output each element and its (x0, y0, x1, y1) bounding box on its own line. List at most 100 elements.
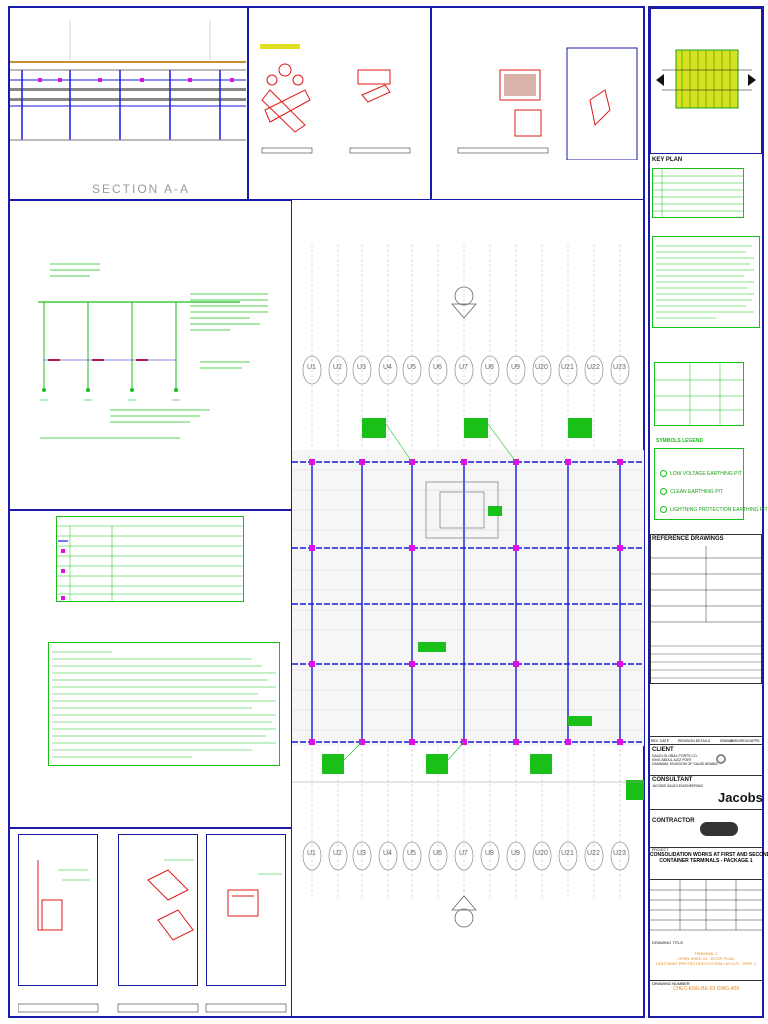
chkd-col: CHKD (730, 738, 740, 743)
contractor-block: CONTRACTOR (650, 810, 762, 848)
general-notes-text-lines (656, 245, 754, 319)
date-col: DATE (660, 738, 670, 743)
grid-label: U9 (511, 364, 520, 371)
detail-earth-pit (457, 47, 638, 160)
grid-label: U3 (357, 850, 366, 857)
grid-label: U20 (535, 364, 548, 371)
client-logo-icon (716, 754, 726, 764)
drawn-col: DRAWN (720, 738, 734, 743)
grid-label: U21 (561, 364, 574, 371)
detail-label-tag (260, 44, 300, 49)
drawing-meta-grid (650, 880, 762, 931)
symbol-table (56, 516, 244, 602)
grid-label: U8 (485, 850, 494, 857)
grid-labels-bottom: U1 U2 U3 U4 U5 U6 U7 U8 U9 U20 U21 U22 U… (292, 850, 644, 862)
lv-earth-pit-icon (660, 470, 667, 477)
grid-label: U20 (535, 850, 548, 857)
drawing-title-2: OPEN SHED 01 - ROOF PLAN (678, 956, 734, 961)
project-block: PROJECT CONSOLIDATION WORKS AT FIRST AND… (650, 848, 768, 880)
grid-label: U7 (459, 364, 468, 371)
bottom-detail-2 (118, 834, 198, 986)
key-plan-box (650, 8, 762, 154)
project-title-1: CONSOLIDATION WORKS AT FIRST AND SECOND (650, 852, 768, 858)
legend-label: LOW VOLTAGE EARTHING PIT (670, 470, 742, 477)
bottom-details-box (8, 828, 292, 1018)
title-notes-table (652, 168, 744, 218)
grid-label: U1 (307, 364, 316, 371)
general-notes-box (652, 236, 760, 328)
reference-drawings-box (650, 534, 762, 684)
drawing-title-block: DRAWING TITLE TERMINAL 2 OPEN SHED 01 - … (650, 940, 762, 1010)
notes-box (48, 642, 280, 766)
earthing-schedule-box (654, 362, 744, 426)
grid-label: U2 (333, 364, 342, 371)
legend-item-ce: CLEAN EARTHING PIT (660, 488, 723, 495)
symbols-legend-box (654, 448, 744, 520)
grid-label: U5 (407, 850, 416, 857)
legend-label: LIGHTNING PROTECTION EARTHING PIT (670, 506, 768, 513)
key-plan-drawing (656, 49, 756, 109)
grid-label: U22 (587, 850, 600, 857)
notes-lines (52, 651, 276, 758)
detail-box-1 (248, 6, 431, 200)
grid-label: U23 (613, 364, 626, 371)
detail-box-section (8, 6, 248, 200)
grid-label: U22 (587, 364, 600, 371)
bottom-detail-1 (18, 834, 98, 986)
details-col: REVISION DETAILS (678, 738, 711, 743)
detail-box-2 (431, 6, 645, 200)
contractor-label: CONTRACTOR (652, 818, 695, 824)
grid-label: U3 (357, 364, 366, 371)
consultant-name: JACOBS SAUDI ENGINEERING (652, 784, 704, 788)
appd-col: APPD (750, 738, 760, 743)
title-notes-lines (652, 168, 744, 218)
contractor-logo-icon (700, 822, 738, 836)
symbol-table-grid (56, 525, 244, 602)
client-block: CLIENT SAUDI GLOBAL PORTS CO. KING ABDUL… (650, 746, 762, 776)
grid-label: U1 (307, 850, 316, 857)
drawing-number: CHEC-ENG-BE-03-DWG-409 (672, 986, 740, 992)
drawing-frame-title-block (648, 6, 764, 1018)
grid-label: U7 (459, 850, 468, 857)
grid-label: U21 (561, 850, 574, 857)
symbols-legend-title: SYMBOLS LEGEND (656, 438, 703, 444)
detail-clamps (260, 44, 411, 154)
grid-label: U23 (613, 850, 626, 857)
drawing-frame-main (8, 6, 645, 1018)
section-drawing (10, 20, 246, 141)
legend-item-lv: LOW VOLTAGE EARTHING PIT (660, 470, 742, 477)
rev-col: REV (651, 738, 659, 743)
grid-label: U9 (511, 850, 520, 857)
bottom-details-drawings (18, 859, 287, 1013)
grid-label: U6 (433, 364, 442, 371)
legend-label: CLEAN EARTHING PIT (670, 488, 723, 495)
earthing-schematic (38, 263, 268, 439)
grid-label: U5 (407, 364, 416, 371)
lp-earth-pit-icon (660, 506, 667, 513)
roof-plan (292, 244, 644, 928)
project-label: PROJECT (652, 848, 669, 852)
section-title-text: SECTION A-A (92, 182, 191, 196)
grid-label: U6 (433, 850, 442, 857)
consultant-logo: Jacobs (718, 790, 763, 805)
client-name: SAUDI GLOBAL PORTS CO. (652, 754, 698, 758)
grid-label: U8 (485, 364, 494, 371)
reference-drawings-label: REFERENCE DRAWINGS (652, 536, 724, 542)
drawing-title-1: TERMINAL 2 (694, 951, 718, 956)
left-panel-upper (8, 200, 292, 510)
client-country: DAMMAM, KINGDOM OF SAUDI ARABIA (652, 762, 718, 766)
bottom-detail-3 (206, 834, 286, 986)
client-address: KING ABDUL AZIZ PORT (652, 758, 692, 762)
revd-col: REVD (740, 738, 750, 743)
reference-grid (650, 546, 762, 679)
consultant-label: CONSULTANT (652, 777, 693, 783)
legend-item-lp: LIGHTNING PROTECTION EARTHING PIT (660, 506, 768, 513)
grid-labels-top: U1 U2 U3 U4 U5 U6 U7 U8 U9 U20 U21 U22 U… (292, 364, 644, 376)
grid-label: U2 (333, 850, 342, 857)
drawing-title-3: LIGHTNING PROTECTION SYSTEM LAYOUT - PAR… (655, 961, 757, 966)
left-panel-lower (8, 510, 292, 828)
consultant-block: CONSULTANT JACOBS SAUDI ENGINEERING (650, 776, 762, 810)
grid-label: U4 (383, 364, 392, 371)
project-title-2: CONTAINER TERMINALS - PACKAGE 1 (659, 858, 753, 864)
clean-earth-pit-icon (660, 488, 667, 495)
